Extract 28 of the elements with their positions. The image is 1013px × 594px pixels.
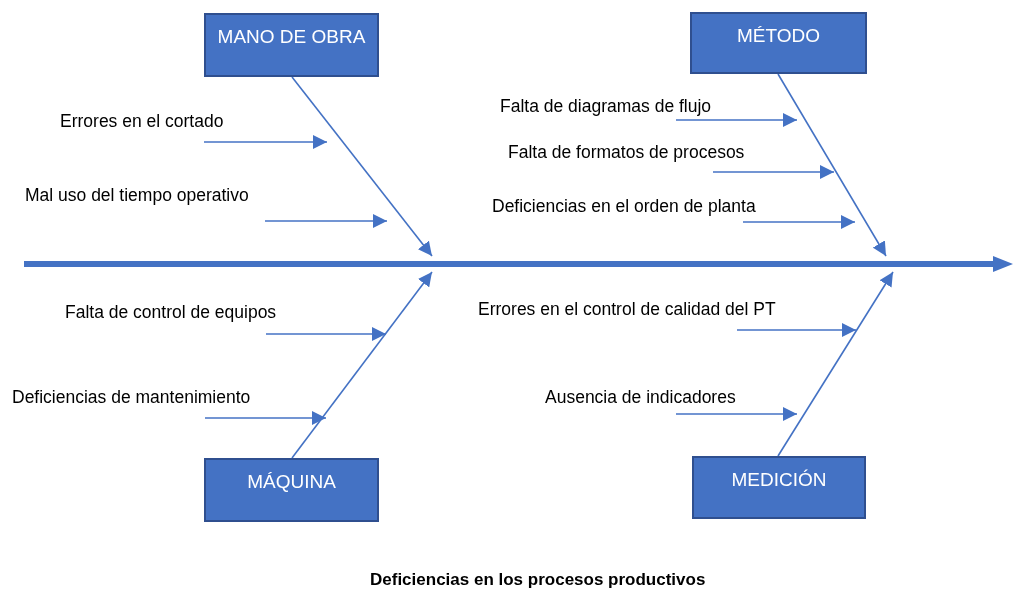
bone-arrow [291,76,433,257]
cause-arrow [736,323,857,337]
cause-label: Errores en el control de calidad del PT [478,299,776,320]
cause-label: Errores en el cortado [60,111,224,132]
cause-arrow [675,407,798,421]
bone-arrow [777,271,894,457]
cause-label: Ausencia de indicadores [545,387,736,408]
cause-arrow [204,411,327,425]
cause-arrow [264,214,388,228]
cause-label: Falta de control de equipos [65,302,277,323]
cause-label: Deficiencias de mantenimiento [12,387,251,408]
category-box: MANO DE OBRA [204,13,379,77]
cause-arrow [742,215,856,229]
cause-label: Mal uso del tiempo operativo [25,185,249,206]
caption: Deficiencias en los procesos productivos [370,570,706,590]
cause-label: Falta de formatos de procesos [508,142,745,163]
cause-label: Deficiencias en el orden de planta [492,196,756,217]
category-box: MÁQUINA [204,458,379,522]
bone-arrow [291,271,433,459]
cause-arrow [675,113,798,127]
cause-arrow [265,327,387,341]
category-box: MEDICIÓN [692,456,866,519]
cause-label: Falta de diagramas de flujo [500,96,712,117]
bone-arrow [777,73,887,257]
cause-arrow [203,135,328,149]
category-box: MÉTODO [690,12,867,74]
cause-arrow [712,165,835,179]
spine-arrow [24,256,1013,272]
